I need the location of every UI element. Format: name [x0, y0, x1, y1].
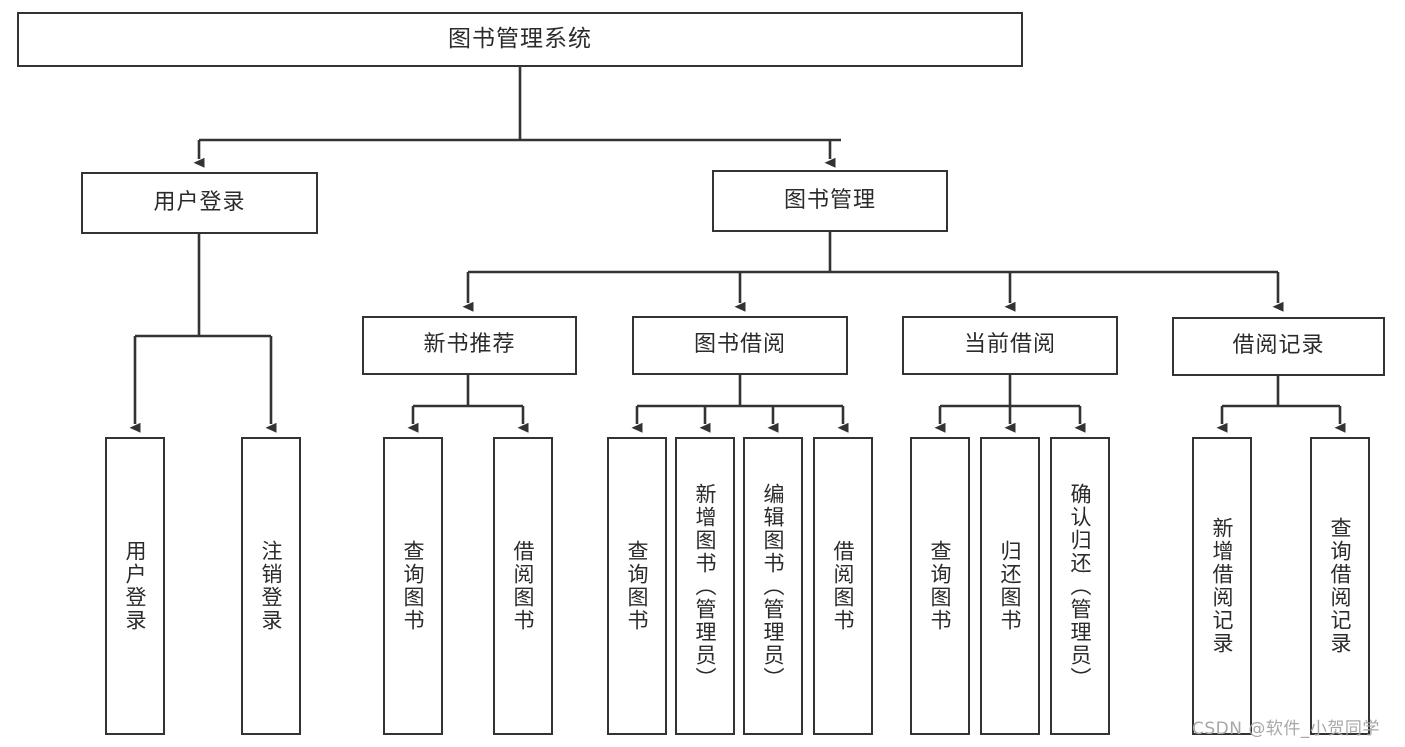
- node-book-borrow[interactable]: 图书借阅: [632, 316, 848, 375]
- node-new-book-recommend[interactable]: 新书推荐: [362, 316, 577, 375]
- node-current-borrow[interactable]: 当前借阅: [902, 316, 1118, 375]
- watermark: CSDN @软件_小贺同学: [1192, 719, 1380, 739]
- node-leaf-query-book-1-label: 查询图书: [401, 540, 426, 632]
- node-leaf-borrow-book-2-label: 借阅图书: [831, 540, 856, 632]
- node-leaf-return-book-label: 归还图书: [998, 540, 1023, 632]
- node-leaf-user-login[interactable]: 用户登录: [105, 437, 165, 735]
- node-root-label: 图书管理系统: [448, 25, 592, 52]
- node-leaf-borrow-book-1[interactable]: 借阅图书: [493, 437, 553, 735]
- node-leaf-query-book-3-label: 查询图书: [928, 540, 953, 632]
- node-leaf-add-record[interactable]: 新增借阅记录: [1192, 437, 1252, 735]
- node-book-borrow-label: 图书借阅: [693, 332, 786, 358]
- node-leaf-add-book[interactable]: 新增图书（管理员）: [675, 437, 735, 735]
- node-current-borrow-label: 当前借阅: [963, 332, 1056, 358]
- node-leaf-query-book-2[interactable]: 查询图书: [607, 437, 667, 735]
- node-leaf-confirm-return-label: 确认归还（管理员）: [1068, 482, 1093, 690]
- node-leaf-edit-book-label: 编辑图书（管理员）: [761, 482, 786, 690]
- node-leaf-borrow-book-1-label: 借阅图书: [511, 540, 536, 632]
- node-leaf-query-book-3[interactable]: 查询图书: [910, 437, 970, 735]
- node-user-login[interactable]: 用户登录: [81, 172, 318, 234]
- node-borrow-record-label: 借阅记录: [1232, 333, 1325, 359]
- node-leaf-add-book-label: 新增图书（管理员）: [693, 482, 718, 690]
- node-book-management[interactable]: 图书管理: [712, 170, 948, 232]
- node-new-book-recommend-label: 新书推荐: [423, 332, 516, 358]
- node-borrow-record[interactable]: 借阅记录: [1172, 317, 1385, 376]
- node-root[interactable]: 图书管理系统: [17, 12, 1023, 67]
- node-leaf-query-book-1[interactable]: 查询图书: [383, 437, 443, 735]
- node-leaf-query-book-2-label: 查询图书: [625, 540, 650, 632]
- node-leaf-confirm-return[interactable]: 确认归还（管理员）: [1050, 437, 1110, 735]
- node-leaf-add-record-label: 新增借阅记录: [1210, 517, 1235, 655]
- node-leaf-query-record[interactable]: 查询借阅记录: [1310, 437, 1370, 735]
- node-leaf-logout-label: 注销登录: [259, 540, 284, 632]
- node-user-login-label: 用户登录: [153, 189, 246, 215]
- node-book-management-label: 图书管理: [783, 187, 876, 213]
- node-leaf-borrow-book-2[interactable]: 借阅图书: [813, 437, 873, 735]
- node-leaf-edit-book[interactable]: 编辑图书（管理员）: [743, 437, 803, 735]
- node-leaf-query-record-label: 查询借阅记录: [1328, 517, 1353, 655]
- node-leaf-logout[interactable]: 注销登录: [241, 437, 301, 735]
- node-leaf-user-login-label: 用户登录: [123, 540, 148, 632]
- node-leaf-return-book[interactable]: 归还图书: [980, 437, 1040, 735]
